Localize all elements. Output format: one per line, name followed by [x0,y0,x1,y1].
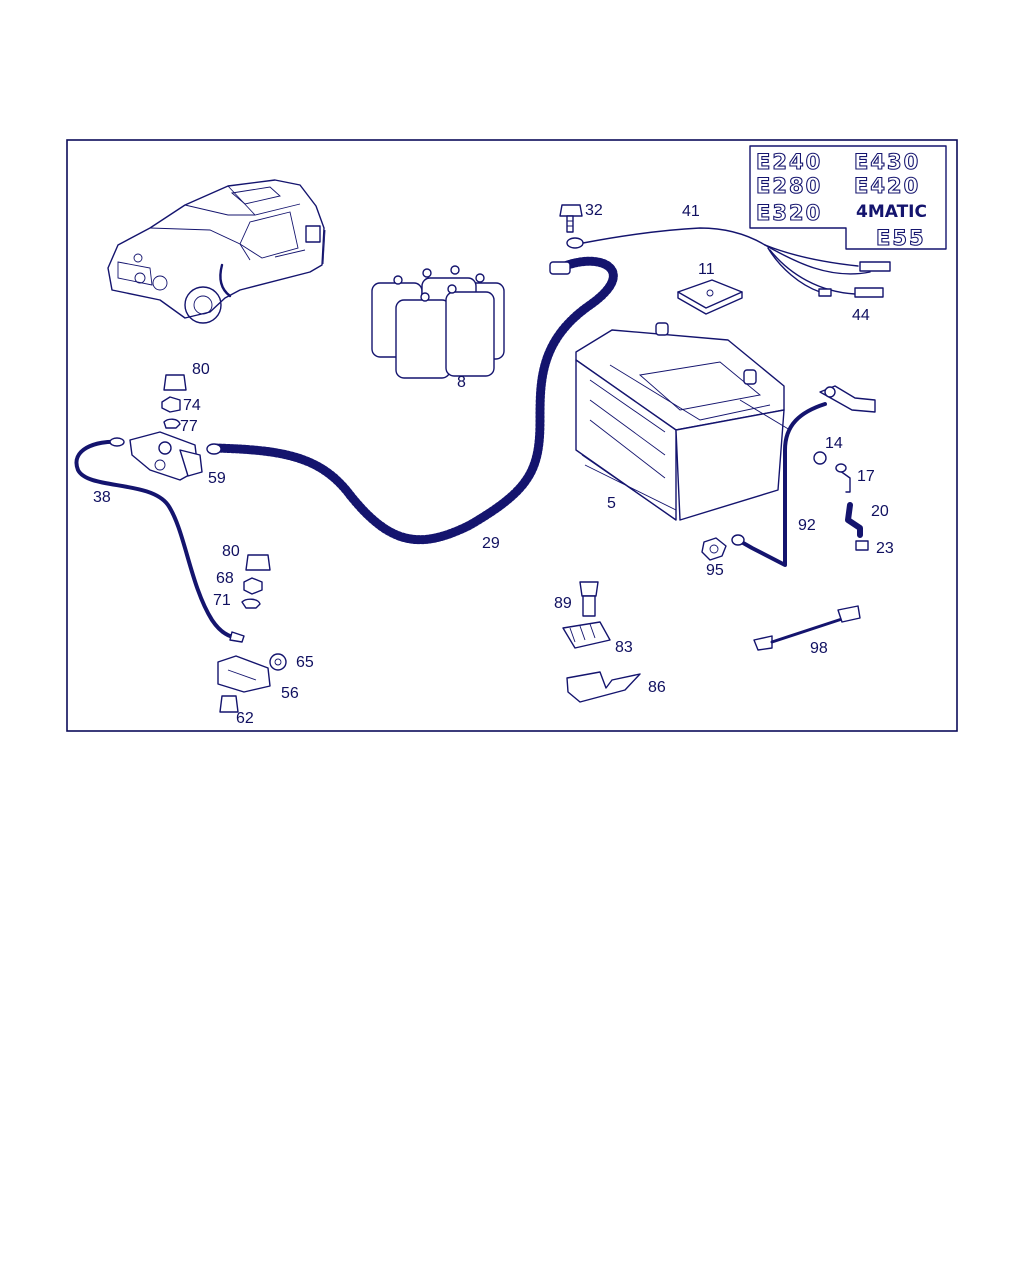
callout-5: 5 [607,495,616,512]
callout-80-top: 80 [192,361,210,378]
nut-95 [701,537,727,561]
small-parts-left [161,374,271,609]
battery-5 [575,322,785,521]
model-e420: E420 [854,174,920,198]
callout-62: 62 [236,710,254,727]
callout-11: 11 [698,261,715,278]
callout-17: 17 [857,468,875,485]
callout-83: 83 [615,639,633,656]
parts-bottom-center [562,581,641,703]
cable-29 [206,256,618,545]
wire-harness-41 [566,227,891,298]
bolt-32 [559,204,583,233]
battery-cells [371,265,505,379]
callout-77: 77 [180,418,198,435]
callout-68: 68 [216,570,234,587]
callout-80-bottom: 80 [222,543,240,560]
callout-23: 23 [876,540,894,557]
car-illustration [107,179,326,324]
callout-86: 86 [648,679,666,696]
cover-plate-11 [677,279,743,315]
callout-98: 98 [810,640,828,657]
model-badge-box: E240 E280 E320 E430 E420 4MATIC E55 [749,145,947,251]
callout-20: 20 [871,503,889,520]
bracket-56 [217,653,287,713]
strap-98 [753,605,861,651]
vent-parts [813,451,869,551]
model-e55: E55 [876,226,926,250]
terminal-block-59 [129,431,203,481]
callout-74: 74 [183,397,201,414]
callout-29: 29 [482,535,500,552]
cable-38 [74,437,245,643]
callout-14: 14 [825,435,843,452]
callout-71: 71 [213,592,231,609]
model-e430: E430 [854,150,920,174]
callout-59: 59 [208,470,226,487]
model-e280: E280 [756,174,822,198]
callout-38: 38 [93,489,111,506]
diagram-frame [66,139,958,732]
model-e240: E240 [756,150,822,174]
callout-65: 65 [296,654,314,671]
callout-32: 32 [585,202,603,219]
callout-92: 92 [798,517,816,534]
leader-line-14 [739,399,791,431]
callout-56: 56 [281,685,299,702]
model-e320: E320 [756,201,822,225]
model-4matic: 4MATIC [856,202,927,222]
callout-8: 8 [457,374,466,391]
callout-41: 41 [682,203,700,220]
callout-95: 95 [706,562,724,579]
callout-44: 44 [852,307,870,324]
cable-92 [731,385,876,567]
callout-89: 89 [554,595,572,612]
